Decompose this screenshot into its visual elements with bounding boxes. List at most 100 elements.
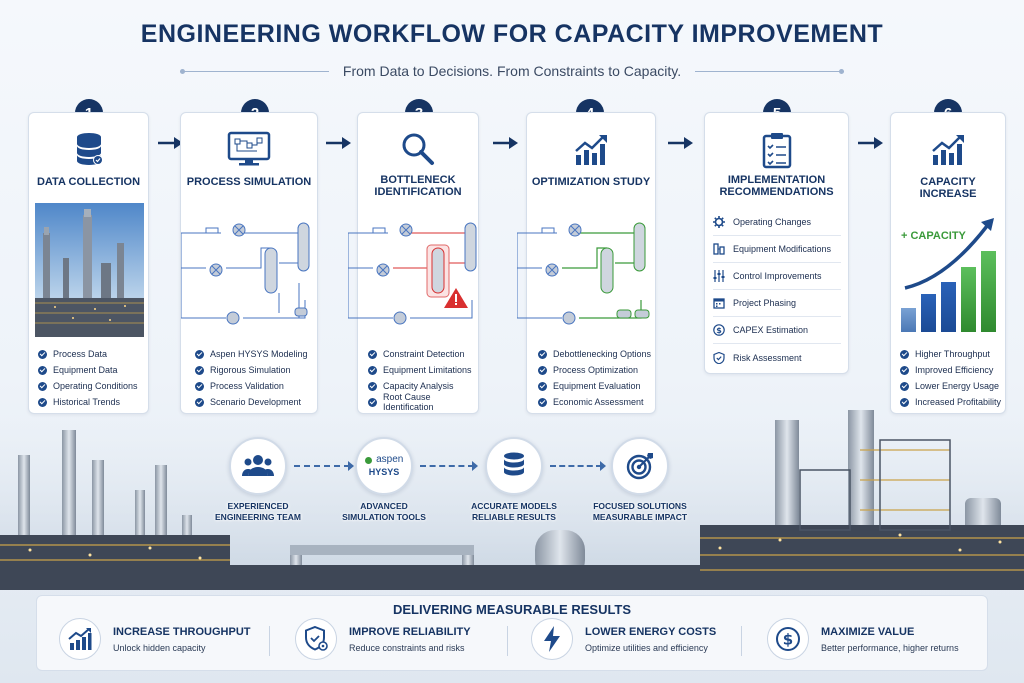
dashed-connector bbox=[550, 461, 606, 471]
bar-chart-arrow-icon bbox=[575, 135, 607, 165]
divider bbox=[269, 626, 270, 656]
svg-text:$: $ bbox=[716, 326, 722, 335]
result-title: MAXIMIZE VALUE bbox=[821, 626, 915, 638]
dashed-connector bbox=[294, 461, 354, 471]
check-icon bbox=[368, 381, 377, 391]
step-items: Process Data Equipment Data Operating Co… bbox=[38, 346, 138, 410]
result-increase-throughput: INCREASE THROUGHPUT Unlock hidden capaci… bbox=[37, 618, 267, 666]
list-item: Rigorous Simulation bbox=[195, 362, 308, 378]
check-icon bbox=[195, 349, 204, 359]
step-card-process-simulation: PROCESS SIMULATION Aspen HYSYS Modeling … bbox=[180, 112, 318, 414]
list-item: Higher Throughput bbox=[900, 346, 1001, 362]
bar-chart-arrow-icon bbox=[932, 135, 964, 165]
refinery-photo bbox=[35, 203, 144, 337]
subtitle-row: From Data to Decisions. From Constraints… bbox=[180, 62, 844, 80]
feature-circle bbox=[611, 437, 669, 495]
step-items: Constraint Detection Equipment Limitatio… bbox=[368, 346, 478, 412]
result-circle: $ bbox=[767, 618, 809, 660]
step-title: DATA COLLECTION bbox=[36, 176, 141, 188]
result-title: IMPROVE RELIABILITY bbox=[349, 626, 471, 638]
check-icon bbox=[38, 397, 47, 407]
gear-icon bbox=[713, 216, 725, 228]
check-icon bbox=[38, 349, 47, 359]
result-maximize-value: $ MAXIMIZE VALUE Better performance, hig… bbox=[745, 618, 975, 666]
list-item: Lower Energy Usage bbox=[900, 378, 1001, 394]
database-icon bbox=[76, 133, 103, 165]
list-item: Equipment Modifications bbox=[713, 236, 841, 263]
list-item: Root Cause Identification bbox=[368, 392, 478, 412]
divider bbox=[695, 68, 844, 74]
list-item: Process Validation bbox=[195, 378, 308, 394]
check-icon bbox=[538, 349, 547, 359]
list-item: Equipment Evaluation bbox=[538, 378, 651, 394]
lightning-icon bbox=[544, 626, 560, 652]
divider bbox=[741, 626, 742, 656]
list-item: Aspen HYSYS Modeling bbox=[195, 346, 308, 362]
result-subtitle: Unlock hidden capacity bbox=[113, 643, 206, 653]
list-item: Risk Assessment bbox=[713, 344, 841, 371]
check-icon bbox=[538, 365, 547, 375]
results-panel: DELIVERING MEASURABLE RESULTS INCREASE T… bbox=[36, 595, 988, 671]
step-card-optimization-study: OPTIMIZATION STUDY Debottlenecking Optio… bbox=[517, 112, 656, 414]
check-icon bbox=[900, 349, 909, 359]
dollar-icon: $ bbox=[713, 324, 725, 336]
arrow-right-icon bbox=[158, 137, 183, 149]
feature-circle: aspen HYSYS bbox=[355, 437, 413, 495]
check-icon bbox=[38, 381, 47, 391]
list-item: Equipment Data bbox=[38, 362, 138, 378]
check-icon bbox=[538, 381, 547, 391]
recommendation-list: Operating Changes Equipment Modification… bbox=[713, 209, 841, 371]
check-icon bbox=[38, 365, 47, 375]
database-icon bbox=[504, 452, 524, 476]
step-title: OPTIMIZATION STUDY bbox=[531, 176, 651, 188]
step-items: Higher Throughput Improved Efficiency Lo… bbox=[900, 346, 1001, 410]
feature-circle bbox=[229, 437, 287, 495]
step-items: Debottlenecking Options Process Optimiza… bbox=[538, 346, 651, 410]
list-item: Equipment Limitations bbox=[368, 362, 478, 378]
capacity-growth-chart bbox=[901, 218, 996, 332]
list-item: Operating Changes bbox=[713, 209, 841, 236]
check-icon bbox=[368, 397, 377, 407]
step-card-capacity-increase: CAPACITY INCREASE + CAPACITY Higher Thro… bbox=[890, 112, 1006, 414]
step-title: CAPACITY INCREASE bbox=[919, 176, 977, 200]
clipboard-icon bbox=[762, 133, 791, 169]
result-title: LOWER ENERGY COSTS bbox=[585, 626, 717, 638]
step-items: Aspen HYSYS Modeling Rigorous Simulation… bbox=[195, 346, 308, 410]
svg-text:$: $ bbox=[783, 631, 793, 649]
page-title: ENGINEERING WORKFLOW FOR CAPACITY IMPROV… bbox=[140, 20, 884, 48]
check-icon bbox=[900, 381, 909, 391]
team-icon bbox=[242, 455, 274, 476]
flowsheet-optimized-diagram bbox=[517, 222, 650, 325]
arrow-right-icon bbox=[858, 137, 883, 149]
list-item: Debottlenecking Options bbox=[538, 346, 651, 362]
step-card-data-collection: DATA COLLECTION Process Data Equipment D… bbox=[28, 112, 149, 414]
check-icon bbox=[538, 397, 547, 407]
list-item: $ CAPEX Estimation bbox=[713, 317, 841, 344]
feature-circle bbox=[485, 437, 543, 495]
step-title: PROCESS SIMULATION bbox=[186, 176, 312, 188]
growth-chart-icon bbox=[68, 628, 92, 650]
list-item: Increased Profitability bbox=[900, 394, 1001, 410]
check-icon bbox=[368, 349, 377, 359]
list-item: Economic Assessment bbox=[538, 394, 651, 410]
list-item: Operating Conditions bbox=[38, 378, 138, 394]
shield-check-icon bbox=[713, 351, 725, 364]
sliders-icon bbox=[713, 270, 725, 282]
magnifier-icon bbox=[402, 133, 434, 165]
list-item: Process Optimization bbox=[538, 362, 651, 378]
result-title: INCREASE THROUGHPUT bbox=[113, 626, 251, 638]
divider bbox=[180, 68, 329, 74]
result-subtitle: Reduce constraints and risks bbox=[349, 643, 465, 653]
result-circle bbox=[295, 618, 337, 660]
dollar-icon: $ bbox=[776, 627, 800, 651]
list-item: Control Improvements bbox=[713, 263, 841, 290]
dashed-connector bbox=[420, 461, 478, 471]
